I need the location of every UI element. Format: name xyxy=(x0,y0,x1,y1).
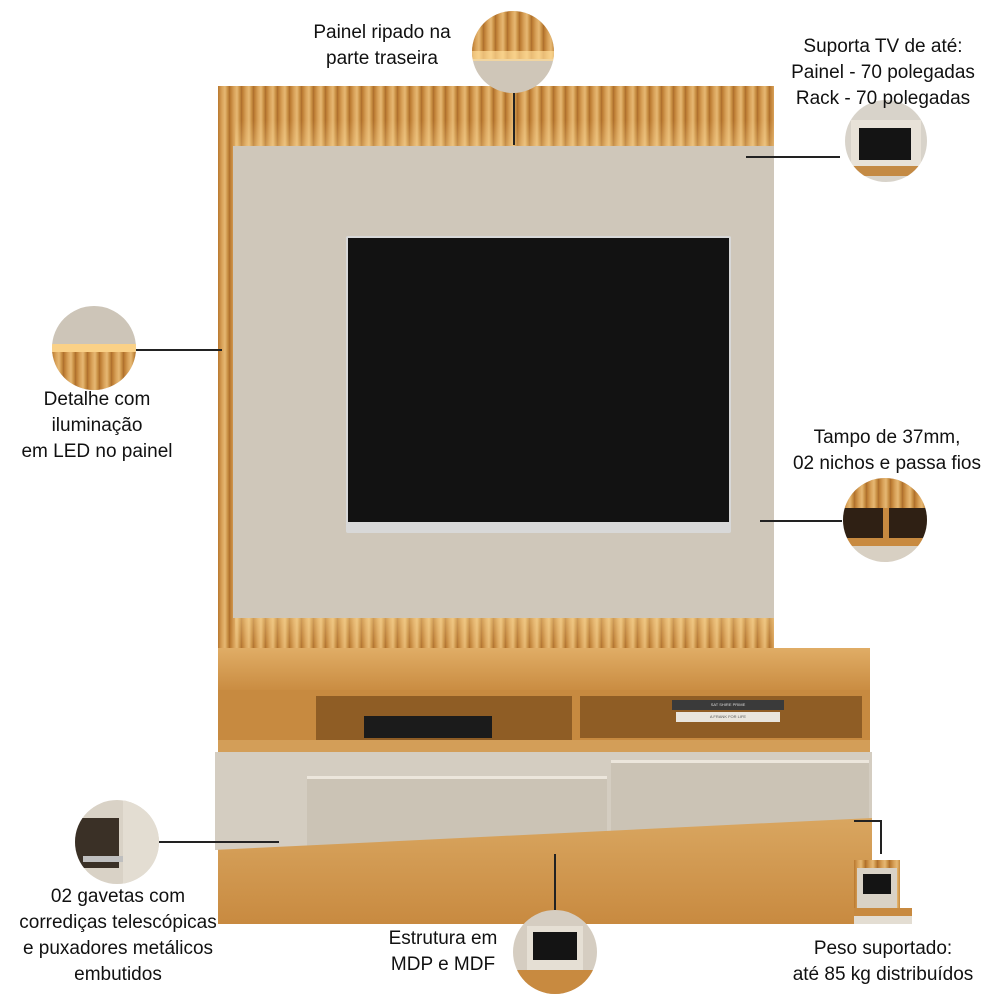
callout-structure-line1: Estrutura em xyxy=(388,928,498,949)
callout-drawers: 02 gavetas com corrediças telescópicas e… xyxy=(2,884,234,988)
callout-drawers-line1: 02 gavetas com xyxy=(50,886,186,907)
callout-drawers-line3: e puxadores metálicos xyxy=(22,938,214,959)
callout-back-panel: Painel ripado na parte traseira xyxy=(282,20,482,72)
leader-weight-v xyxy=(880,820,882,854)
callout-tv-support-line1: Suporta TV de até: xyxy=(803,36,963,57)
callout-tv-support-line3: Rack - 70 polegadas xyxy=(795,88,971,109)
weight-thumbnail-icon xyxy=(854,860,912,928)
callout-back-panel-line1: Painel ripado na xyxy=(313,22,451,43)
leader-led xyxy=(136,349,222,351)
callout-drawers-line4: embutidos xyxy=(74,964,162,985)
drawer-left xyxy=(307,776,607,849)
tv-screen xyxy=(348,238,729,522)
callout-tv-support-line2: Painel - 70 polegadas xyxy=(791,62,975,83)
callout-top: Tampo de 37mm, 02 nichos e passa fios xyxy=(776,425,998,477)
callout-top-line2: 02 nichos e passa fios xyxy=(792,453,981,474)
callout-led-line3: em LED no painel xyxy=(21,441,173,462)
callout-structure-line2: MDP e MDF xyxy=(390,954,496,975)
television xyxy=(346,236,731,533)
detail-drawer-icon xyxy=(75,800,159,884)
callout-tv-support: Suporta TV de até: Painel - 70 polegadas… xyxy=(772,34,994,112)
detail-led-icon xyxy=(52,306,136,390)
callout-drawers-line2: corrediças telescópicas xyxy=(19,912,217,933)
callout-top-line1: Tampo de 37mm, xyxy=(813,427,961,448)
callout-structure: Estrutura em MDP e MDF xyxy=(372,926,514,978)
leader-structure xyxy=(554,854,556,910)
callout-led-line2: iluminação xyxy=(51,415,143,436)
detail-structure-icon xyxy=(513,910,597,994)
leader-top xyxy=(760,520,842,522)
detail-tv-support-icon xyxy=(845,100,927,182)
callout-weight-line2: até 85 kg distribuídos xyxy=(792,964,974,985)
detail-ribbed-panel-icon xyxy=(472,11,554,93)
callout-weight-line1: Peso suportado: xyxy=(813,938,953,959)
detail-top-niche-icon xyxy=(843,478,927,562)
receiver-box xyxy=(364,716,492,738)
callout-weight: Peso suportado: até 85 kg distribuídos xyxy=(770,936,996,988)
book-stack: SAT SHIRE PRIME A FRANK FOR LIFE xyxy=(672,700,784,724)
callout-led: Detalhe com iluminação em LED no painel xyxy=(4,387,190,465)
leader-tv-support xyxy=(746,156,840,158)
leader-weight-h xyxy=(854,820,882,822)
callout-led-line1: Detalhe com xyxy=(43,389,151,410)
leader-back-panel xyxy=(513,93,515,145)
book-spine-2: A FRANK FOR LIFE xyxy=(676,712,780,722)
callout-back-panel-line2: parte traseira xyxy=(326,48,438,69)
leader-drawer xyxy=(159,841,279,843)
book-spine: SAT SHIRE PRIME xyxy=(672,700,784,710)
rack-top xyxy=(218,648,870,692)
